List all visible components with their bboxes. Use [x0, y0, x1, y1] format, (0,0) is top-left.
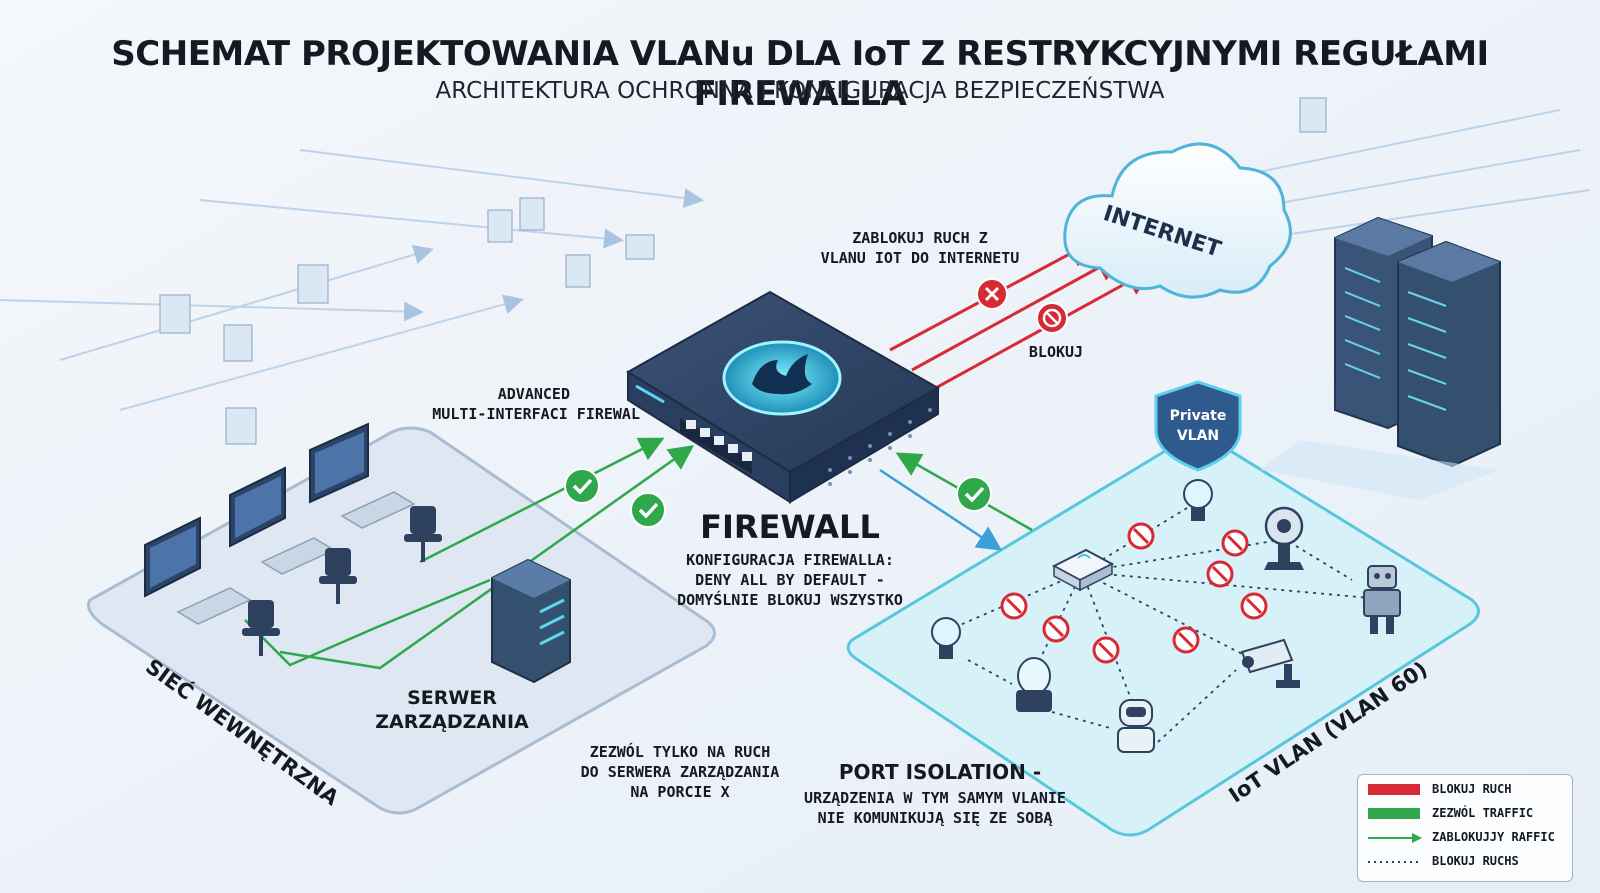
iot-hub-icon	[1051, 548, 1115, 592]
block-x-icon	[976, 278, 1008, 310]
no-entry-icon	[1000, 302, 1268, 664]
legend-item-dotted: BLOKUJ RUCHS	[1368, 852, 1568, 872]
firewall-config: KONFIGURACJA FIREWALLA: DENY ALL BY DEFA…	[640, 550, 940, 610]
mgmt-server-line2: ZARZĄDZANIA	[375, 711, 529, 733]
legend-item-allow: ZEZWÓL TRAFFIC	[1368, 804, 1568, 824]
port-isolation-line2: NIE KOMUNIKUJĄ SIĘ ZE SOBĄ	[817, 809, 1053, 827]
document-icon	[159, 97, 1327, 445]
firewall-config-line3: DOMYŚLNIE BLOKUJ WSZYSTKO	[677, 591, 903, 609]
block-internet-line2: VLANU IOT DO INTERNETU	[820, 249, 1020, 267]
private-vlan-line1: Private	[1170, 408, 1227, 424]
firewall-flame-icon	[722, 340, 842, 416]
port-isolation-note: URZĄDZENIA W TYM SAMYM VLANIE NIE KOMUNI…	[790, 788, 1080, 828]
legend-swatch-dotted	[1368, 861, 1420, 863]
shield-icon	[1154, 380, 1242, 472]
legend-label: ZEZWÓL TRAFFIC	[1432, 806, 1534, 820]
management-server-icon	[491, 558, 571, 684]
mgmt-server-line1: SERWER	[407, 687, 497, 709]
page-subtitle: ARCHITEKTURA OCHRONNA I KONFIGURACJA BEZ…	[435, 78, 1165, 104]
monitor-icon	[144, 422, 369, 598]
firewall-title: FIREWALL	[700, 508, 880, 546]
check-icon	[564, 468, 992, 528]
block-internet-line1: ZABLOKUJ RUCH Z	[852, 229, 988, 247]
mgmt-server-label: SERWER ZARZĄDZANIA	[352, 686, 552, 734]
page-title: SCHEMAT PROJEKTOWANIA VLANu DLA IoT Z RE…	[111, 34, 1489, 114]
firewall-device-line1: ADVANCED	[497, 385, 570, 403]
legend-item-arrow: ZABLOKUJJY RAFFIC	[1368, 828, 1568, 848]
robot-icon	[1117, 565, 1401, 753]
legend-swatch-arrow	[1368, 833, 1422, 843]
light-bulb-icon	[931, 479, 1213, 659]
firewall-config-line2: DENY ALL BY DEFAULT -	[695, 571, 885, 589]
webcam-icon	[1264, 506, 1304, 570]
server-rack-icon	[1260, 216, 1501, 500]
security-camera-icon	[1240, 638, 1300, 688]
office-chair-icon	[242, 506, 442, 656]
legend-item-block: BLOKUJ RUCH	[1368, 780, 1568, 800]
legend-swatch-green	[1368, 808, 1420, 819]
allow-mgmt-line1: ZEZWÓL TYLKO NA RUCH	[589, 743, 771, 761]
legend: BLOKUJ RUCH ZEZWÓL TRAFFIC ZABLOKUJJY RA…	[1357, 774, 1573, 882]
legend-label: BLOKUJ RUCH	[1432, 782, 1512, 796]
legend-label: BLOKUJ RUCHS	[1432, 854, 1519, 868]
legend-label: ZABLOKUJJY RAFFIC	[1432, 830, 1555, 844]
firewall-device-note: ADVANCED MULTI-INTERFACI FIREWAL	[400, 384, 640, 424]
allow-mgmt-line2: DO SERWERA ZARZĄDZANIA	[580, 763, 780, 781]
port-isolation-title: PORT ISOLATION -	[838, 760, 1042, 784]
firewall-to-iot-arrow	[879, 468, 1003, 551]
allow-mgmt-note: ZEZWÓL TYLKO NA RUCH DO SERWERA ZARZĄDZA…	[560, 742, 800, 802]
allow-mgmt-line3: NA PORCIE X	[630, 783, 730, 801]
private-vlan-line2: VLAN	[1177, 428, 1219, 444]
port-isolation-line1: URZĄDZENIA W TYM SAMYM VLANIE	[804, 789, 1066, 807]
block-label: BLOKUJ	[1028, 343, 1084, 361]
workstations	[144, 422, 442, 656]
data-stream-lines	[0, 109, 1591, 411]
firewall-device-line2: MULTI-INTERFACI FIREWAL	[432, 405, 640, 423]
firewall-config-line1: KONFIGURACJA FIREWALLA:	[686, 551, 894, 569]
block-internet-note: ZABLOKUJ RUCH Z VLANU IOT DO INTERNETU	[790, 228, 1050, 268]
cloud-icon	[1063, 142, 1292, 299]
sensor-icon	[1016, 657, 1052, 712]
legend-swatch-red	[1368, 784, 1420, 795]
